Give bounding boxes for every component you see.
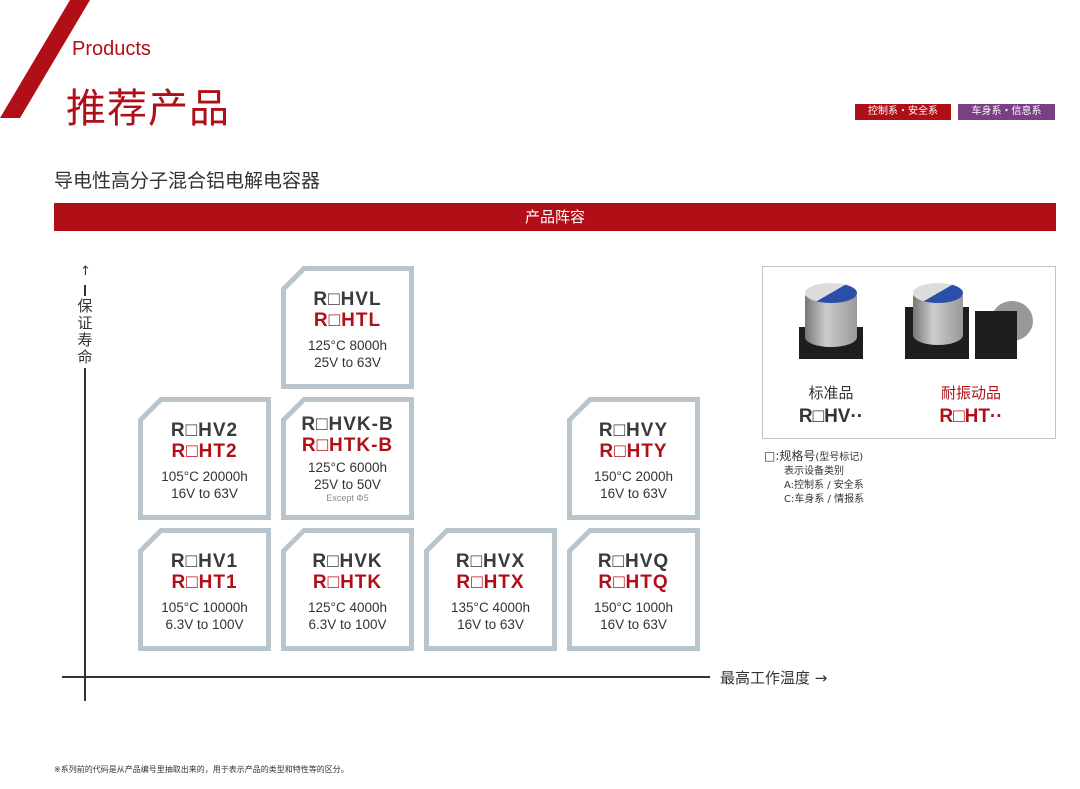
y-axis-line	[84, 285, 86, 701]
voltage-range: 16V to 63V	[600, 617, 667, 632]
temperature-life: 125°C 8000h	[308, 338, 387, 353]
standard-series-code: R□HVL	[313, 289, 382, 310]
standard-capacitor-image	[795, 281, 867, 363]
tag-body-info: 车身系・信息系	[958, 104, 1055, 120]
standard-series-code: R□HVY	[598, 420, 669, 441]
page-title: 推荐产品	[66, 86, 230, 132]
antivibration-series-code: R□HTK-B	[301, 435, 394, 456]
legend-title-note: (型号标记)	[815, 452, 864, 463]
legend-title: □:规格号	[764, 449, 816, 463]
decorative-slash	[0, 0, 90, 118]
antivibration-code: R□HT··	[939, 406, 1003, 427]
temperature-life: 135°C 4000h	[451, 600, 530, 615]
standard-series-code: R□HV1	[170, 551, 239, 572]
standard-label: 标准品	[808, 384, 854, 402]
x-axis-label: 最高工作温度 →	[720, 669, 828, 687]
legend-line: A:控制系 / 安全系	[784, 480, 864, 491]
antivibration-series-code: R□HT2	[171, 441, 238, 462]
antivibration-series-code: R□HTX	[456, 572, 525, 593]
antivibration-series-code: R□HTK	[312, 572, 383, 593]
antivibration-series-code: R□HT1	[171, 572, 238, 593]
standard-series-code: R□HV2	[170, 420, 239, 441]
y-axis-arrow-icon: ↑	[80, 264, 91, 279]
voltage-range: 6.3V to 100V	[165, 617, 244, 632]
section-bar: 产品阵容	[54, 203, 1056, 231]
legend-line: 表示设备类别	[784, 466, 844, 477]
standard-series-code: R□HVK	[312, 551, 383, 572]
standard-series-code: R□HVK-B	[301, 414, 394, 435]
antivibration-label: 耐振动品	[940, 384, 1001, 402]
voltage-range: 6.3V to 100V	[308, 617, 387, 632]
tag-control-safety: 控制系・安全系	[855, 104, 951, 120]
voltage-range: 16V to 63V	[457, 617, 524, 632]
temperature-life: 150°C 2000h	[594, 469, 673, 484]
subtitle: 导电性高分子混合铝电解电容器	[54, 170, 321, 192]
antivibration-capacitor-image	[905, 281, 1035, 363]
voltage-range: 16V to 63V	[600, 486, 667, 501]
footnote: ※系列前的代码是从产品编号里抽取出来的，用于表示产品的类型和特性等的区分。	[54, 765, 349, 774]
voltage-range: 25V to 63V	[314, 355, 381, 370]
x-axis-line	[62, 676, 710, 678]
temperature-life: 125°C 4000h	[308, 600, 387, 615]
antivibration-series-code: R□HTQ	[598, 572, 669, 593]
antivibration-series-code: R□HTY	[599, 441, 668, 462]
y-axis-label: 保证寿命	[76, 296, 94, 368]
standard-code: R□HV··	[798, 406, 864, 427]
temperature-life: 150°C 1000h	[594, 600, 673, 615]
temperature-life: 105°C 10000h	[161, 600, 248, 615]
legend: □:规格号(型号标记) 表示设备类别 A:控制系 / 安全系 C:车身系 / 情…	[764, 449, 864, 507]
series-note: Except Φ5	[326, 493, 369, 503]
product-photo-panel: 标准品 R□HV·· 耐振动品 R□HT··	[762, 266, 1056, 439]
temperature-life: 105°C 20000h	[161, 469, 248, 484]
temperature-life: 125°C 6000h	[308, 460, 387, 475]
legend-line: C:车身系 / 情报系	[784, 494, 865, 505]
section-label: Products	[72, 38, 151, 60]
antivibration-series-code: R□HTL	[313, 310, 382, 331]
voltage-range: 25V to 50V	[314, 477, 381, 492]
standard-series-code: R□HVX	[455, 551, 526, 572]
voltage-range: 16V to 63V	[171, 486, 238, 501]
standard-series-code: R□HVQ	[597, 551, 670, 572]
